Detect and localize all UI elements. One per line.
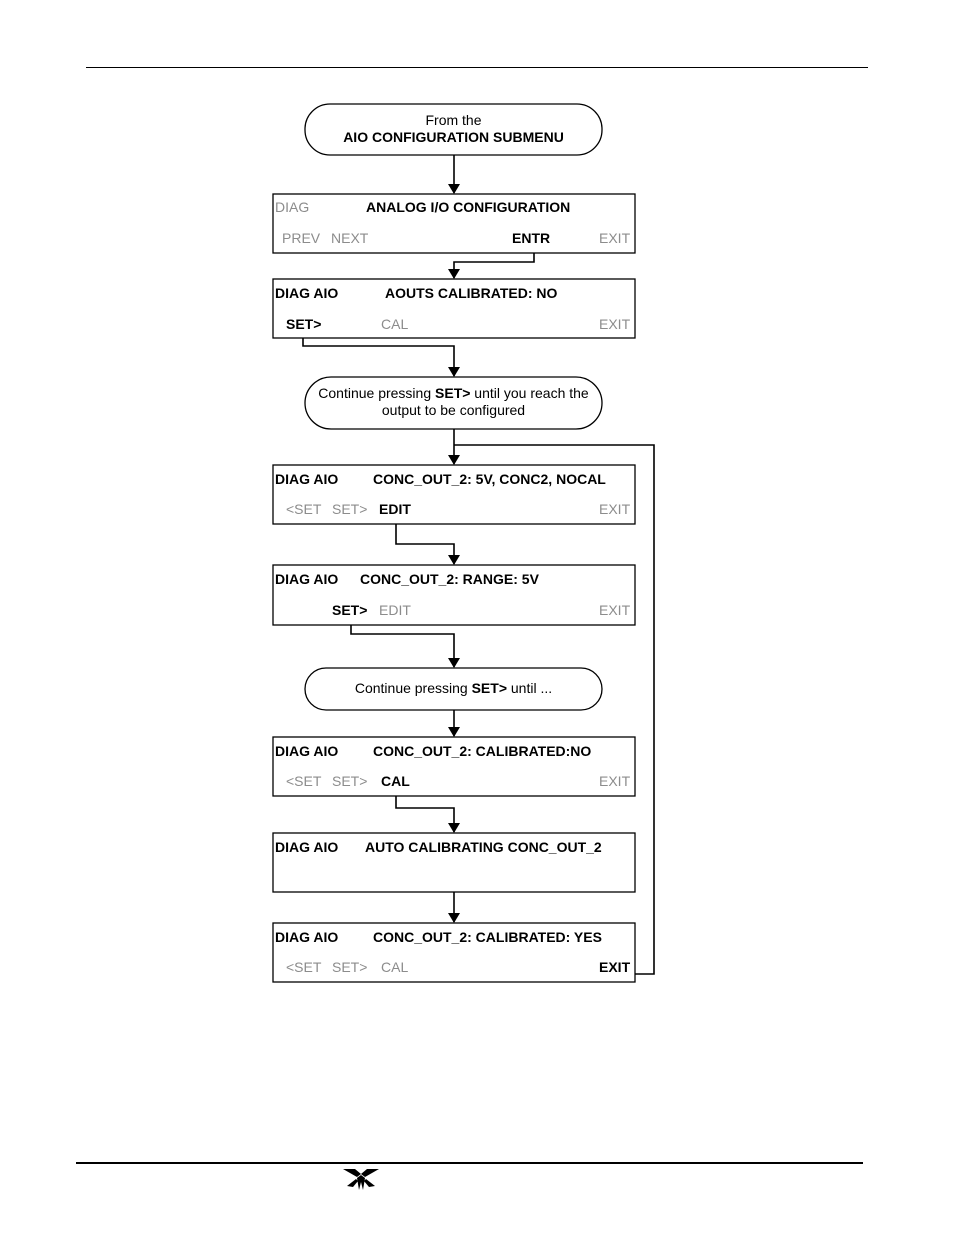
set-prev-button[interactable]: <SET <box>286 501 322 517</box>
screen-mode: DIAG AIO <box>275 285 339 301</box>
screen-mode: DIAG <box>275 199 310 215</box>
screen-analog-io-config <box>272 193 636 254</box>
continue-line1: Continue pressing SET> until you reach t… <box>318 385 589 401</box>
arrow-set-to-continue <box>302 338 460 377</box>
teledyne-logo-icon <box>343 1169 379 1190</box>
set-next-button[interactable]: SET> <box>332 501 368 517</box>
set-next-button[interactable]: SET> <box>286 316 322 332</box>
screen-mode: DIAG AIO <box>275 471 339 487</box>
continue-until-bubble-text: Continue pressing SET> until ... <box>354 680 553 696</box>
screen-title: AOUTS CALIBRATED: NO <box>385 285 558 301</box>
cal-button[interactable]: CAL <box>381 773 410 789</box>
arrow-edit-to-range <box>395 524 460 565</box>
header-rule <box>86 67 868 68</box>
exit-button[interactable]: EXIT <box>599 501 631 517</box>
exit-button[interactable]: EXIT <box>599 602 631 618</box>
footer-rule <box>76 1162 863 1164</box>
arrow-entr-to-aouts <box>448 253 535 279</box>
loop-exit-to-continue <box>454 444 655 975</box>
edit-button[interactable]: EDIT <box>379 501 411 517</box>
cal-button[interactable]: CAL <box>381 316 409 332</box>
set-next-button[interactable]: SET> <box>332 959 368 975</box>
screen-conc-out-2-calibrated-yes <box>272 922 636 983</box>
exit-button[interactable]: EXIT <box>599 316 631 332</box>
screen-title: ANALOG I/O CONFIGURATION <box>366 199 571 215</box>
exit-button[interactable]: EXIT <box>599 230 631 246</box>
set-prev-button[interactable]: <SET <box>286 959 322 975</box>
continue-set-bubble-text: Continue pressing SET> until you reach t… <box>305 385 602 419</box>
set-key-label: SET> <box>471 680 507 696</box>
start-bubble-text: From the AIO CONFIGURATION SUBMENU <box>305 112 602 146</box>
screen-title: CONC_OUT_2: CALIBRATED: YES <box>373 929 602 945</box>
screen-mode: DIAG AIO <box>275 929 339 945</box>
arrow-cal-to-auto-calibrating <box>395 796 460 833</box>
start-line2: AIO CONFIGURATION SUBMENU <box>343 129 564 145</box>
screen-title: AUTO CALIBRATING CONC_OUT_2 <box>365 839 602 855</box>
screen-title: CONC_OUT_2: 5V, CONC2, NOCAL <box>373 471 606 487</box>
set-key-label: SET> <box>435 385 471 401</box>
prev-button[interactable]: PREV <box>282 230 321 246</box>
set-next-button[interactable]: SET> <box>332 773 368 789</box>
cal-button[interactable]: CAL <box>381 959 409 975</box>
edit-button[interactable]: EDIT <box>379 602 411 618</box>
set-next-button[interactable]: SET> <box>332 602 368 618</box>
screen-title: CONC_OUT_2: CALIBRATED:NO <box>373 743 592 759</box>
exit-button[interactable]: EXIT <box>599 773 631 789</box>
entr-button[interactable]: ENTR <box>512 230 551 246</box>
screen-title: CONC_OUT_2: RANGE: 5V <box>360 571 539 587</box>
continue-line2: output to be configured <box>381 402 526 418</box>
screen-mode: DIAG AIO <box>275 571 339 587</box>
start-line1: From the <box>425 112 482 128</box>
screen-aouts-calibrated <box>272 278 636 339</box>
screen-conc-out-2-range <box>272 564 636 626</box>
screen-mode: DIAG AIO <box>275 743 339 759</box>
arrow-set-to-until <box>350 625 460 668</box>
set-prev-button[interactable]: <SET <box>286 773 322 789</box>
exit-button[interactable]: EXIT <box>599 959 631 975</box>
next-button[interactable]: NEXT <box>331 230 369 246</box>
screen-mode: DIAG AIO <box>275 839 339 855</box>
screen-conc-out-2-calibrated-no <box>272 736 636 797</box>
screen-conc-out-2-nocal <box>272 464 636 525</box>
